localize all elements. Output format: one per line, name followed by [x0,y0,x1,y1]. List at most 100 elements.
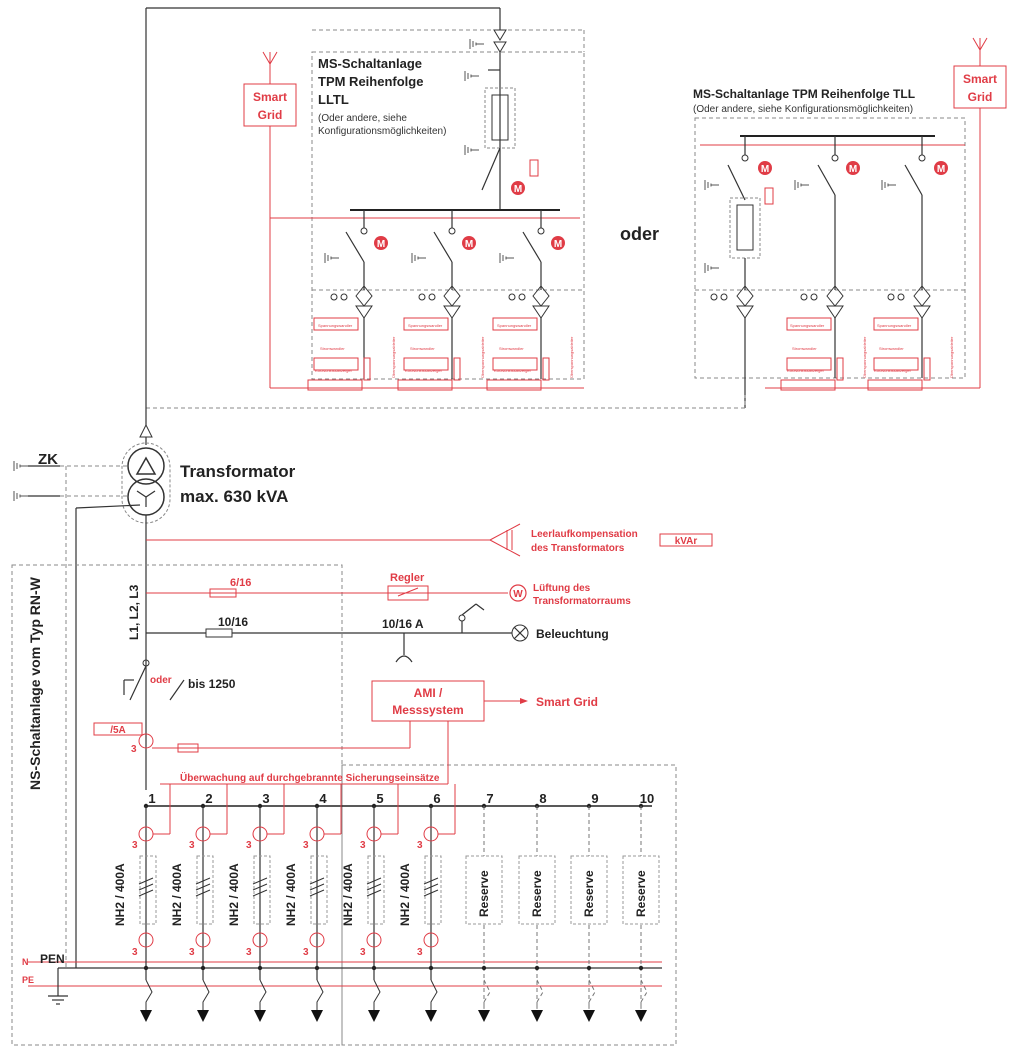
svg-text:Grid: Grid [968,90,993,104]
cable-arrow-icon [531,1010,543,1022]
earth-icon [881,179,897,191]
smart-grid-right: Smart Grid [765,37,1007,389]
reserve-box [622,855,660,925]
ms-branch-1 [307,210,388,391]
leerlauf-kompensation: Leerlaufkompensation des Transformators … [146,523,713,557]
earth-icon [464,144,480,156]
cable-outlet [483,979,491,1010]
cable-arrow-icon [478,1010,490,1022]
svg-text:10/16 A: 10/16 A [382,617,424,631]
ct-count: 3 [189,840,195,851]
fuse-type: NH2 / 400A [113,863,127,926]
svg-text:Überspannungsableiter: Überspannungsableiter [569,336,574,378]
svg-text:kVAr: kVAr [675,536,698,547]
pen-junction-dot [481,965,487,971]
ct-icon [138,932,154,948]
ms-left-note-1: (Oder andere, siehe [318,113,407,124]
svg-text:Spannungswandler: Spannungswandler [408,323,443,328]
motor-icon [374,236,388,250]
svg-text:Transformatorraums: Transformatorraums [533,596,631,607]
fuse-type: NH2 / 400A [170,863,184,926]
earth-icon [324,252,340,264]
cable-arrow-icon [635,1010,647,1022]
pen-junction-dot [638,965,644,971]
reserve-label: Reserve [477,870,491,917]
cable-outlet [145,979,153,1010]
svg-text:Überspannungsableiter: Überspannungsableiter [949,336,954,378]
ms-right-feeder-3 [867,136,948,391]
cable-arrow-icon [368,1010,380,1022]
lueftung-branch: 6/16 Regler W Lüftung des Transformatorr… [146,572,631,607]
pen-junction-dot [143,965,149,971]
ms-right-title: MS-Schaltanlage TPM Reihenfolge TLL [693,87,915,101]
cable-outlet [373,979,381,1010]
cable-arrow-icon [254,1010,266,1022]
main-switch: oder bis 1250 [123,659,236,701]
earth-icon [469,38,485,50]
ms-left-title-3: LLTL [318,92,349,107]
fuse-switch-icon [195,877,211,897]
ct-icon [423,932,439,948]
fuse-type: NH2 / 400A [227,863,241,926]
ami-messsystem: AMI / Messsystem Smart Grid [152,680,598,784]
ct-icon [309,932,325,948]
zk-earthing: ZK [13,451,141,968]
svg-text:PE: PE [22,975,34,985]
feeder-number: 7 [486,791,493,806]
ct-icon [195,932,211,948]
cable-outlet [430,979,438,1010]
fuse-type: NH2 / 400A [284,863,298,926]
cable-arrow-icon [140,1010,152,1022]
pen-junction-dot [257,965,263,971]
svg-text:Kurzschlussanzeiger: Kurzschlussanzeiger [494,368,532,373]
pen-junction-dot [586,965,592,971]
earth-icon [411,252,427,264]
cable-arrow-icon [197,1010,209,1022]
svg-text:Kurzschlussanzeiger: Kurzschlussanzeiger [315,368,353,373]
ms-left-note-2: Konfigurationsmöglichkeiten) [318,126,446,137]
cable-outlet [640,979,648,1010]
cable-outlet [259,979,267,1010]
feeder-number: 1 [148,791,155,806]
svg-text:Smart: Smart [963,72,997,86]
motor-icon [462,236,476,250]
fuse-switch-icon [309,877,325,897]
svg-text:Stromwandler: Stromwandler [792,346,817,351]
feeder-number: 4 [319,791,327,806]
svg-text:PEN: PEN [40,952,65,966]
svg-text:Stromwandler: Stromwandler [410,346,435,351]
fuse-switch-icon [366,877,382,897]
earth-icon [464,70,480,82]
ct-icon [366,932,382,948]
ms-right-feeder-1 [704,136,774,408]
feeder-number: 8 [539,791,546,806]
feeder-number: 2 [205,791,212,806]
svg-text:bis 1250: bis 1250 [188,677,236,691]
feeder-number: 6 [433,791,440,806]
earth-icon [704,262,720,274]
transformer: Transformator max. 630 kVA [121,8,296,790]
svg-text:Kurzschlussanzeiger: Kurzschlussanzeiger [874,368,912,373]
svg-text:Grid: Grid [258,108,283,122]
ct-count: 3 [132,840,138,851]
svg-text:Regler: Regler [390,572,425,584]
fuse-enclosure [310,855,328,925]
motor-icon [511,181,525,195]
feeder-number: 10 [640,791,654,806]
transformer-rating: max. 630 kVA [180,487,288,506]
feeder-number: 3 [262,791,269,806]
svg-text:Spannungswandler: Spannungswandler [877,323,912,328]
feeder-number: 9 [591,791,598,806]
svg-text:Spannungswandler: Spannungswandler [790,323,825,328]
earth-icon [499,252,515,264]
svg-text:Spannungswandler: Spannungswandler [318,323,353,328]
svg-text:10/16: 10/16 [218,615,248,629]
ct-count: 3 [189,947,195,958]
smart-grid-left: Smart Grid [243,51,584,389]
